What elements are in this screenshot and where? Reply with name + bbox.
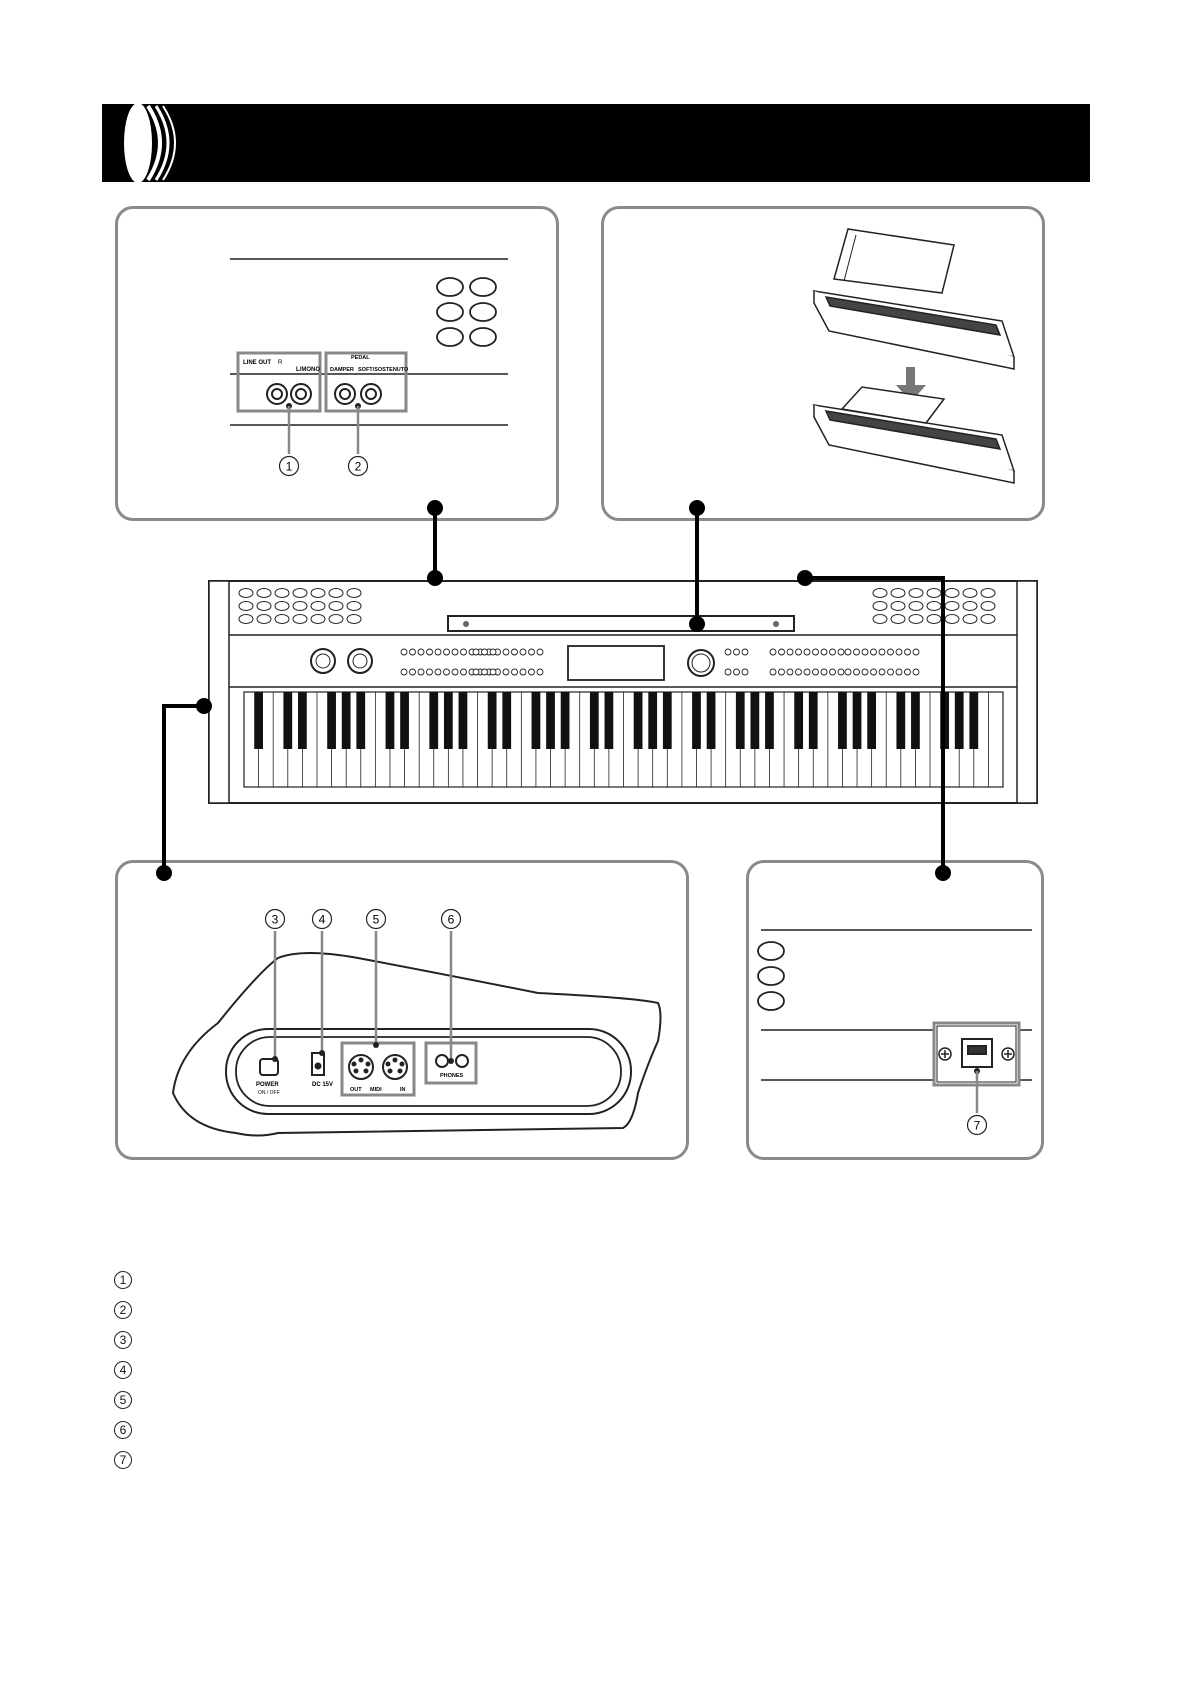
keyboard-with-stand-after	[812, 386, 1016, 484]
midi-label: MIDI	[370, 1087, 382, 1093]
power-label: POWER	[256, 1082, 279, 1088]
legend-number-6-icon: 6	[114, 1421, 132, 1439]
r-label: R	[278, 360, 283, 366]
legend-number-1-icon: 1	[114, 1271, 132, 1289]
line-out-jacks	[266, 383, 312, 405]
legend-item-2: 2	[114, 1295, 132, 1325]
svg-text:6: 6	[448, 913, 455, 927]
legend-item-3: 3	[114, 1325, 132, 1355]
pedal-jacks	[334, 383, 382, 405]
legend-item-1: 1	[114, 1265, 132, 1295]
connector-plate-inner	[235, 1036, 622, 1107]
lcd-display	[567, 645, 665, 681]
left-end-cap	[208, 580, 230, 804]
screw-icon	[938, 1047, 1015, 1061]
midi-in-port	[382, 1054, 408, 1080]
line-out-label: LINE OUT	[243, 360, 271, 366]
keybed	[243, 691, 1004, 788]
legend-item-4: 4	[114, 1355, 132, 1385]
soft-sostenuto-label: SOFT/SOSTENUTO	[358, 367, 409, 373]
keyboard-with-stand-before	[812, 228, 1016, 370]
digital-piano-front-view	[208, 580, 1038, 805]
callout-6-icon: 6	[440, 908, 462, 930]
pedal-label: PEDAL	[351, 355, 370, 361]
legend-item-7: 7	[114, 1445, 132, 1475]
svg-text:3: 3	[272, 913, 279, 927]
numbered-legend: 1 2 3 4 5 6 7	[114, 1265, 132, 1475]
reference-oval-column	[757, 941, 785, 1011]
power-button	[259, 1058, 279, 1076]
callout-1-icon: 1	[278, 455, 300, 477]
phones-jacks	[435, 1054, 469, 1068]
legend-item-6: 6	[114, 1415, 132, 1445]
rear-connector-panel: POWER ON / OFF DC 15V OUT MIDI IN PHONES	[115, 860, 689, 1160]
music-stand-slot	[447, 615, 795, 632]
callout-3-icon: 3	[264, 908, 286, 930]
callout-5-icon: 5	[365, 908, 387, 930]
svg-text:1: 1	[286, 460, 293, 474]
legend-number-5-icon: 5	[114, 1391, 132, 1409]
reference-oval-grid	[436, 277, 497, 347]
music-stand-figure	[812, 228, 1016, 484]
legend-number-7-icon: 7	[114, 1451, 132, 1469]
front-panel-buttons	[400, 648, 920, 676]
svg-text:5: 5	[373, 913, 380, 927]
midi-in-label: IN	[400, 1087, 406, 1093]
music-stand-panel	[601, 206, 1045, 521]
left-speaker-grille	[238, 588, 362, 624]
damper-label: DAMPER	[330, 367, 354, 373]
usb-port	[961, 1038, 993, 1068]
volume-knobs	[310, 648, 373, 674]
usb-figure: 7	[757, 929, 1032, 1136]
line-out-pedal-detail-panel: LINE OUT R L/MONO PEDAL DAMPER SOFT/SOST…	[115, 206, 559, 521]
dc-label: DC 15V	[312, 1082, 333, 1088]
svg-text:2: 2	[355, 460, 362, 474]
midi-out-port	[348, 1054, 374, 1080]
svg-text:4: 4	[319, 913, 326, 927]
callout-2-icon: 2	[347, 455, 369, 477]
legend-item-5: 5	[114, 1385, 132, 1415]
callout-4-icon: 4	[311, 908, 333, 930]
svg-text:7: 7	[974, 1119, 981, 1133]
legend-number-4-icon: 4	[114, 1361, 132, 1379]
usb-detail-panel: 7	[746, 860, 1044, 1160]
legend-number-3-icon: 3	[114, 1331, 132, 1349]
rear-connector-figure: POWER ON / OFF DC 15V OUT MIDI IN PHONES	[171, 908, 662, 1137]
l-mono-label: L/MONO	[296, 367, 320, 373]
header-parenthesis-icon	[124, 103, 176, 183]
section-header-bar	[102, 103, 1090, 183]
line-out-pedal-figure: LINE OUT R L/MONO PEDAL DAMPER SOFT/SOST…	[230, 258, 508, 477]
callout-7-icon: 7	[966, 1114, 988, 1136]
on-off-label: ON / OFF	[258, 1090, 280, 1096]
right-end-cap	[1016, 580, 1038, 804]
midi-out-label: OUT	[350, 1087, 362, 1093]
legend-number-2-icon: 2	[114, 1301, 132, 1319]
phones-label: PHONES	[440, 1073, 464, 1079]
